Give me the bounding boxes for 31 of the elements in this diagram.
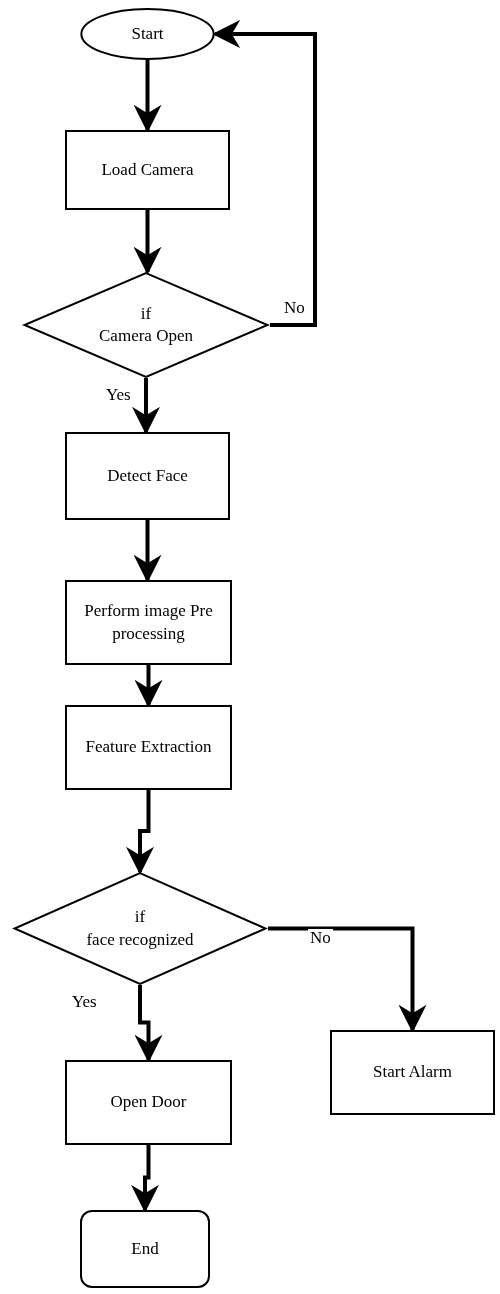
step-text: Perform image Pre processing	[83, 600, 214, 645]
step-text: Camera Open	[98, 325, 194, 347]
arrow	[134, 665, 163, 708]
terminator-ellipse	[80, 8, 215, 60]
step-text: Load Camera	[100, 158, 195, 181]
step-text: End	[130, 1237, 160, 1260]
step-text: Feature Extraction	[84, 736, 213, 759]
step-text: Start	[130, 22, 165, 45]
step-text: Start Alarm	[372, 1061, 453, 1084]
process-box	[65, 130, 230, 210]
step-text: face recognized	[85, 928, 195, 951]
step-text: Detect Face	[106, 464, 189, 487]
process-box	[65, 1060, 232, 1145]
arrow	[131, 1145, 159, 1213]
process-box	[65, 580, 232, 665]
arrow	[133, 210, 162, 275]
arrow	[132, 378, 160, 435]
arrow	[133, 60, 162, 133]
terminator-box	[80, 1210, 210, 1288]
step-text: if	[133, 906, 147, 929]
arrow	[134, 985, 163, 1063]
arrow	[133, 520, 162, 583]
process-box	[330, 1030, 495, 1115]
step-text: if	[139, 302, 153, 325]
process-box	[65, 432, 230, 520]
decision-diamond	[22, 272, 270, 378]
step-text: Open Door	[109, 1091, 188, 1114]
arrow	[126, 790, 154, 875]
process-box	[65, 705, 232, 790]
arrow	[268, 926, 427, 1033]
decision-diamond	[12, 872, 268, 985]
